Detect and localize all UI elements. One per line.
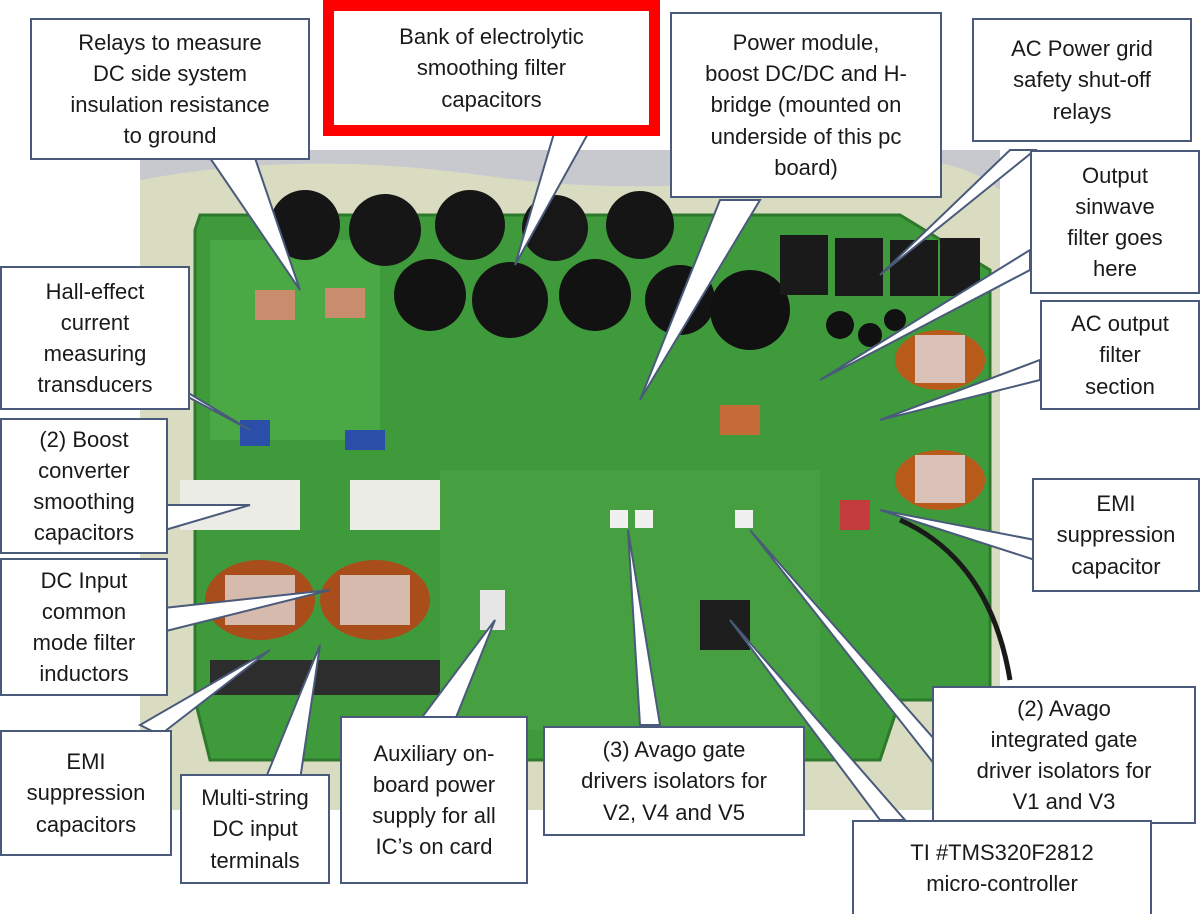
- callout-avago-3: (3) Avago gate drivers isolators for V2,…: [543, 726, 805, 836]
- pcb-left-area: [210, 240, 380, 440]
- callout-dc-inductors: DC Input common mode filter inductors: [0, 558, 168, 696]
- insulation-relay: [255, 290, 295, 320]
- callout-sinwave-filter: Output sinwave filter goes here: [1030, 150, 1200, 294]
- callout-relays-insulation: Relays to measure DC side system insulat…: [30, 18, 310, 160]
- ac-output-inductors: [895, 330, 985, 510]
- electrolytic-capacitor: [559, 259, 631, 331]
- callout-hall-effect: Hall-effect current measuring transducer…: [0, 266, 190, 410]
- relay: [780, 235, 828, 295]
- relay: [890, 240, 938, 296]
- electrolytic-capacitor: [710, 270, 790, 350]
- small-capacitor: [858, 323, 882, 347]
- gate-driver-ic: [610, 510, 628, 528]
- callout-aux-supply: Auxiliary on- board power supply for all…: [340, 716, 528, 884]
- electrolytic-capacitor: [349, 194, 421, 266]
- small-capacitor: [826, 311, 854, 339]
- inductor-core: [915, 335, 965, 383]
- gate-driver-ic: [735, 510, 753, 528]
- relay: [835, 238, 883, 296]
- electrolytic-capacitor: [606, 191, 674, 259]
- electrolytic-capacitor: [472, 262, 548, 338]
- callout-boost-caps: (2) Boost converter smoothing capacitors: [0, 418, 168, 554]
- electrolytic-capacitor: [270, 190, 340, 260]
- callout-electrolytic-bank: Bank of electrolytic smoothing filter ca…: [323, 0, 660, 136]
- ac-grid-relays: [780, 235, 980, 296]
- electrolytic-capacitor: [394, 259, 466, 331]
- insulation-relay: [325, 288, 365, 318]
- pointer-power-module: [639, 199, 762, 401]
- electrolytic-capacitor: [435, 190, 505, 260]
- callout-ac-grid-relays: AC Power grid safety shut-off relays: [972, 18, 1192, 142]
- callout-emi-cap-right: EMI suppression capacitor: [1032, 478, 1200, 592]
- callout-avago-2: (2) Avago integrated gate driver isolato…: [932, 686, 1196, 824]
- microcontroller-chip: [700, 600, 750, 650]
- dc-inductor-core: [340, 575, 410, 625]
- pointer-ac-grid-relays: [879, 149, 1038, 276]
- output-cable: [898, 517, 1013, 681]
- inductor-core: [915, 455, 965, 503]
- callout-dc-terminals: Multi-string DC input terminals: [180, 774, 330, 884]
- callout-emi-caps-left: EMI suppression capacitors: [0, 730, 172, 856]
- emi-capacitor-component: [840, 500, 870, 530]
- pointer-avago-3: [627, 529, 662, 726]
- orange-component: [720, 405, 760, 435]
- callout-ac-output-filter: AC output filter section: [1040, 300, 1200, 410]
- callout-power-module: Power module, boost DC/DC and H- bridge …: [670, 12, 942, 198]
- gate-driver-ic: [635, 510, 653, 528]
- small-capacitor: [884, 309, 906, 331]
- hall-effect-sensor: [345, 430, 385, 450]
- boost-capacitor: [350, 480, 440, 530]
- hall-effect-sensor: [240, 420, 270, 446]
- callout-pointers: [137, 129, 1041, 821]
- callout-ti-mcu: TI #TMS320F2812 micro-controller: [852, 820, 1152, 914]
